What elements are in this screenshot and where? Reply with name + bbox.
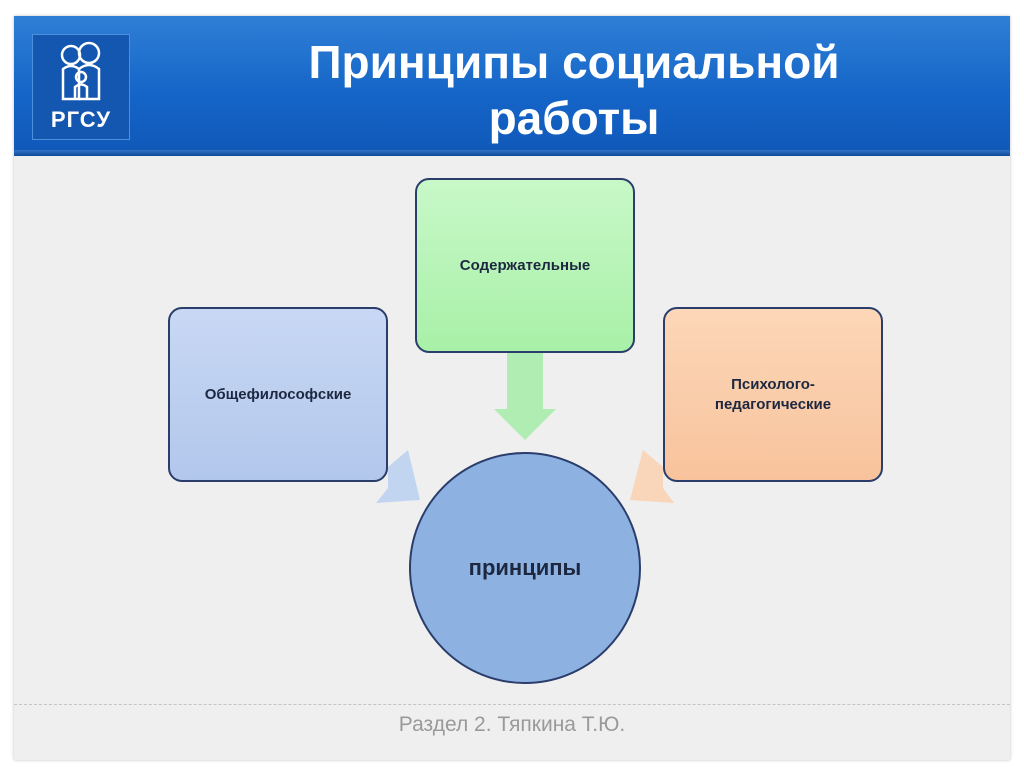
box-psych-pedagogical: Психолого- педагогические xyxy=(663,307,883,482)
box-psych-pedagogical-line1: Психолого- xyxy=(731,375,815,393)
footer-text: Раздел 2. Тяпкина Т.Ю. xyxy=(398,713,626,736)
slide-title-line1: Принципы социальной xyxy=(308,36,840,88)
footer-divider xyxy=(14,704,1010,705)
arrow-from-top xyxy=(494,353,556,440)
header-bar: РГСУ Принципы социальной работы xyxy=(14,16,1010,156)
arrow-from-right xyxy=(630,450,674,503)
slide-title: Принципы социальной работы xyxy=(194,34,954,146)
box-substantive-label: Содержательные xyxy=(459,256,591,274)
logo-text: РГСУ xyxy=(50,107,112,132)
center-circle-label: принципы xyxy=(468,555,582,580)
box-general-philosophical-label: Общефилософские xyxy=(204,385,352,403)
logo-figures-icon xyxy=(60,41,101,101)
center-circle: принципы xyxy=(409,452,641,684)
arrow-from-left xyxy=(376,450,420,503)
header-shadow xyxy=(14,150,1010,156)
box-general-philosophical: Общефилософские xyxy=(168,307,388,482)
box-psych-pedagogical-line2: педагогические xyxy=(714,395,832,413)
slide-title-line2: работы xyxy=(488,92,660,144)
rgsu-logo: РГСУ xyxy=(32,34,130,140)
box-psych-pedagogical-label: Психолого- педагогические xyxy=(715,375,831,415)
box-substantive: Содержательные xyxy=(415,178,635,353)
